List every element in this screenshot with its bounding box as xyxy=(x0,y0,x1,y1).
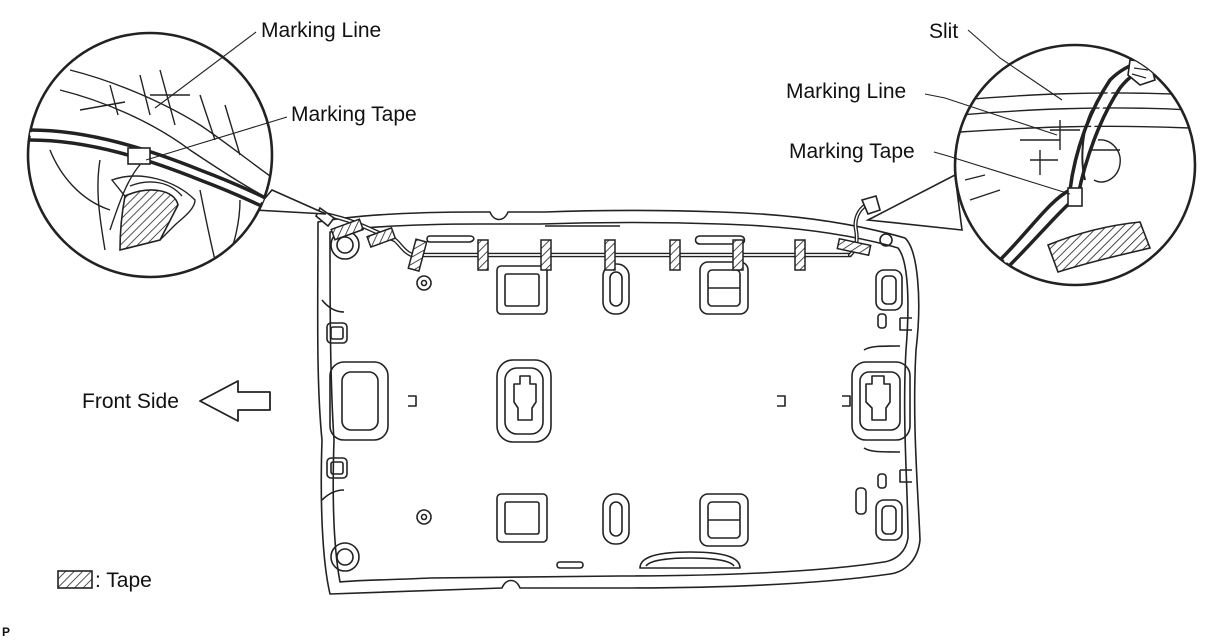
detail-callout-left xyxy=(26,31,327,279)
marking-line-label-right: Marking Line xyxy=(786,80,907,103)
tape-legend-label: : Tape xyxy=(95,569,152,592)
tape-piece xyxy=(836,237,872,257)
tape-piece xyxy=(794,239,806,271)
tape-piece xyxy=(540,239,552,271)
headliner-panel xyxy=(316,209,921,595)
marking-line-label-left: Marking Line xyxy=(261,19,382,42)
front-side-label: Front Side xyxy=(82,390,179,413)
harness-tapes xyxy=(330,218,872,272)
detail-callout-right xyxy=(865,43,1197,287)
tape-piece xyxy=(669,239,681,271)
tape-legend-swatch xyxy=(57,570,93,589)
tape-piece xyxy=(604,239,616,271)
leader-lines xyxy=(145,29,1071,195)
tape-piece xyxy=(330,218,365,241)
marking-tape-label-left: Marking Tape xyxy=(291,103,417,126)
front-arrow-icon xyxy=(199,380,271,422)
corner-code: P xyxy=(2,625,11,639)
tape-piece xyxy=(366,226,397,249)
tape-piece xyxy=(732,239,744,271)
tape-piece xyxy=(477,239,489,271)
tape-piece xyxy=(407,238,428,272)
marking-tape-label-right: Marking Tape xyxy=(789,140,915,163)
slit-label: Slit xyxy=(929,20,959,43)
